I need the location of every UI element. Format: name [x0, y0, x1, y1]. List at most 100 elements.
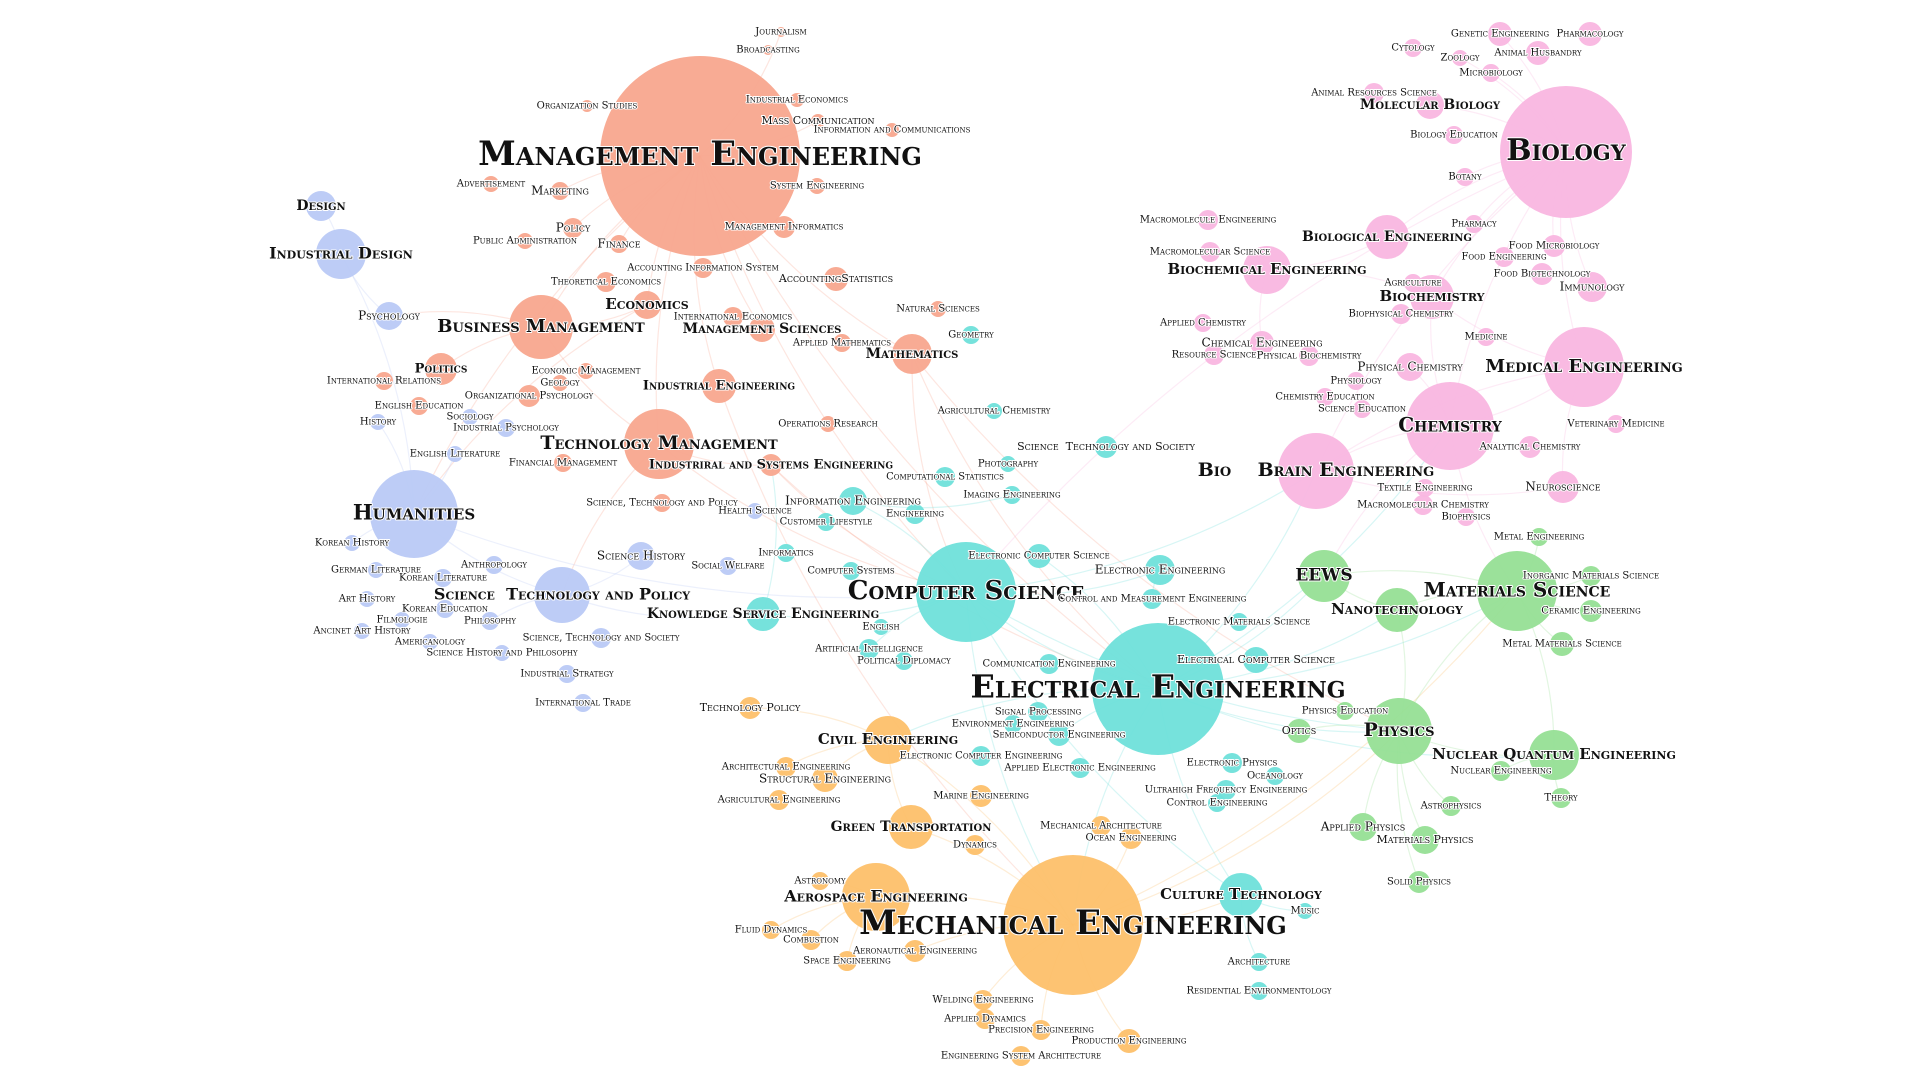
node-signal-processing[interactable] — [1028, 702, 1048, 722]
node-theory[interactable] — [1551, 788, 1571, 808]
node-electronic-physics[interactable] — [1222, 753, 1242, 773]
node-structural-engineering[interactable] — [812, 766, 838, 792]
node-environment-engineering[interactable] — [1004, 715, 1022, 733]
node-industrial-design[interactable] — [316, 229, 366, 279]
node-computer-science[interactable] — [916, 542, 1016, 642]
node-animal-husbandry[interactable] — [1526, 41, 1550, 65]
node-biophysical-chemistry[interactable] — [1391, 304, 1411, 324]
node-chemical-engineering[interactable] — [1250, 331, 1274, 355]
node-natural-sciences[interactable] — [930, 301, 946, 317]
node-history[interactable] — [370, 414, 386, 430]
node-informatics[interactable] — [777, 544, 795, 562]
node-physical-chemistry[interactable] — [1396, 353, 1424, 381]
node-advertisement[interactable] — [483, 176, 499, 192]
node-sociology[interactable] — [462, 409, 478, 425]
node-textile-engineering[interactable] — [1416, 479, 1434, 497]
node-information-engineering[interactable] — [839, 487, 867, 515]
node-americanology[interactable] — [422, 634, 438, 650]
node-communication-engineering[interactable] — [1039, 654, 1059, 674]
node-science-education[interactable] — [1353, 400, 1371, 418]
node-industrial-psychology[interactable] — [497, 419, 515, 437]
node-filmologie[interactable] — [394, 612, 410, 628]
node-veterinary-medicine[interactable] — [1607, 415, 1625, 433]
node-biology[interactable] — [1500, 86, 1632, 218]
node-design[interactable] — [306, 191, 336, 221]
node-semiconductor-engineering[interactable] — [1048, 724, 1070, 746]
node-residential-environmentology[interactable] — [1250, 982, 1268, 1000]
node-political-diplomacy[interactable] — [895, 652, 913, 670]
node-eews[interactable] — [1298, 550, 1350, 602]
node-organizational-psychology[interactable] — [518, 385, 540, 407]
node-medical-engineering[interactable] — [1544, 327, 1624, 407]
node-imaging-engineering[interactable] — [1003, 486, 1021, 504]
node-biological-engineering[interactable] — [1365, 215, 1409, 259]
node-marine-engineering[interactable] — [970, 785, 992, 807]
node-electrical-computer-science[interactable] — [1243, 647, 1269, 673]
node-green-transportation[interactable] — [889, 805, 933, 849]
node-nuclear-engineering[interactable] — [1491, 761, 1511, 781]
node-animal-resources-science[interactable] — [1364, 83, 1384, 103]
node-science-technology-and-society[interactable] — [591, 628, 611, 648]
node-accounting-information-system[interactable] — [693, 258, 713, 278]
node-electronic-computer-engineering[interactable] — [971, 746, 991, 766]
node-health-science[interactable] — [747, 503, 763, 519]
node-computer-systems[interactable] — [842, 562, 860, 580]
node-nuclear-quantum-engineering[interactable] — [1529, 730, 1579, 780]
node-aeronautical-engineering[interactable] — [904, 940, 926, 962]
node-management-engineering[interactable] — [600, 56, 800, 256]
node-geology[interactable] — [552, 375, 568, 391]
node-astrophysics[interactable] — [1441, 796, 1461, 816]
node-aerospace-engineering[interactable] — [842, 863, 910, 931]
node-science-history-and-philosophy[interactable] — [494, 645, 510, 661]
node-english-education[interactable] — [410, 397, 428, 415]
node-applied-dynamics[interactable] — [975, 1009, 995, 1029]
node-macromolecular-chemistry[interactable] — [1413, 495, 1433, 515]
node-photography[interactable] — [1000, 456, 1016, 472]
node-botany[interactable] — [1456, 168, 1474, 186]
node-dynamics[interactable] — [965, 835, 985, 855]
node-art-history[interactable] — [359, 591, 375, 607]
node-industrial-strategy[interactable] — [558, 665, 576, 683]
node-control-engineering[interactable] — [1208, 794, 1226, 812]
node-materials-science[interactable] — [1477, 551, 1557, 631]
node-economics[interactable] — [633, 291, 661, 319]
node-computational-statistics[interactable] — [935, 467, 955, 487]
node-pharmacology[interactable] — [1578, 22, 1602, 46]
node-culture-technology[interactable] — [1219, 873, 1263, 917]
node-applied-physics[interactable] — [1349, 813, 1377, 841]
node-financial-management[interactable] — [554, 454, 572, 472]
node-space-engineering[interactable] — [837, 951, 857, 971]
node-precision-engineering[interactable] — [1031, 1020, 1051, 1040]
node-biochemistry[interactable] — [1410, 275, 1454, 319]
node-architecture[interactable] — [1250, 953, 1268, 971]
node-ancinet-art-history[interactable] — [354, 623, 370, 639]
node-electronic-computer-science[interactable] — [1027, 544, 1051, 568]
node-chemistry-education[interactable] — [1316, 388, 1334, 406]
node-mechanical-architecture[interactable] — [1091, 816, 1111, 836]
node-genetic-engineering[interactable] — [1488, 22, 1512, 46]
node-engineering-system-architecture[interactable] — [1011, 1046, 1031, 1066]
node-knowledge-service-engineering[interactable] — [746, 597, 780, 631]
node-macromolecule-engineering[interactable] — [1198, 210, 1218, 230]
node-food-biotechnology[interactable] — [1531, 263, 1553, 285]
node-theoretical-economics[interactable] — [596, 272, 616, 292]
node-microbiology[interactable] — [1482, 64, 1500, 82]
node-solid-physics[interactable] — [1408, 871, 1430, 893]
node-optics[interactable] — [1287, 719, 1311, 743]
node-broadcasting[interactable] — [763, 45, 773, 55]
node-applied-chemistry[interactable] — [1194, 314, 1212, 332]
node-english[interactable] — [873, 619, 889, 635]
node-food-engineering[interactable] — [1494, 247, 1514, 267]
node-biology-education[interactable] — [1445, 126, 1463, 144]
node-macromolecular-science[interactable] — [1200, 242, 1220, 262]
node-physiology[interactable] — [1347, 372, 1365, 390]
node-journalism[interactable] — [776, 27, 786, 37]
node-molecular-biology[interactable] — [1416, 91, 1444, 119]
node-policy[interactable] — [563, 218, 583, 238]
node-customer-lifestyle[interactable] — [817, 513, 835, 531]
node-metal-materials-science[interactable] — [1550, 632, 1574, 656]
node-ceramic-engineering[interactable] — [1580, 600, 1602, 622]
node-technology-policy[interactable] — [739, 697, 761, 719]
node-materials-physics[interactable] — [1411, 826, 1439, 854]
node-management-informatics[interactable] — [773, 216, 795, 238]
